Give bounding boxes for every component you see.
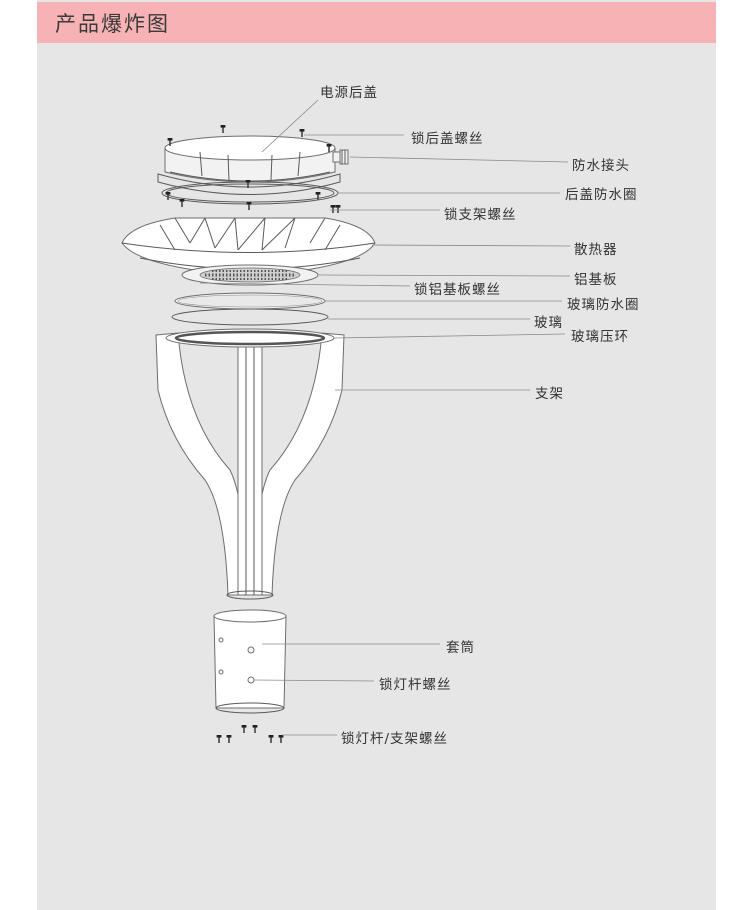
label-bracket: 支架 (535, 386, 564, 402)
rear-cover-seal-part (161, 181, 339, 205)
label-glass-seal: 玻璃防水圈 (567, 297, 640, 313)
label-rear-cover: 电源后盖 (320, 85, 378, 101)
leader-lines (199, 99, 571, 736)
header-bar (37, 2, 716, 43)
label-heat-sink: 散热器 (574, 242, 618, 258)
pole-bracket-screws (216, 725, 284, 743)
aluminum-plate-part (181, 264, 319, 286)
label-waterproof-connector: 防水接头 (572, 158, 630, 174)
label-glass: 玻璃 (534, 315, 563, 331)
label-rear-cover-seal: 后盖防水圈 (565, 187, 638, 203)
glass-seal-inner (177, 294, 323, 308)
diagram-panel (37, 0, 716, 910)
label-rear-cover-screw: 锁后盖螺丝 (411, 131, 484, 147)
label-sleeve: 套筒 (446, 640, 475, 656)
label-glass-ring: 玻璃压环 (571, 329, 629, 345)
label-bracket-screw: 锁支架螺丝 (444, 207, 517, 223)
label-pole-screw: 锁灯杆螺丝 (379, 677, 452, 693)
sleeve-part (213, 609, 287, 714)
label-aluminum-plate-screw: 锁铝基板螺丝 (414, 282, 501, 298)
label-aluminum-plate: 铝基板 (574, 272, 618, 288)
bracket-part (155, 328, 345, 600)
glass-part (171, 308, 329, 326)
page-title: 产品爆炸图 (55, 12, 170, 36)
label-pole-bracket-screw: 锁灯杆/支架螺丝 (341, 731, 449, 747)
